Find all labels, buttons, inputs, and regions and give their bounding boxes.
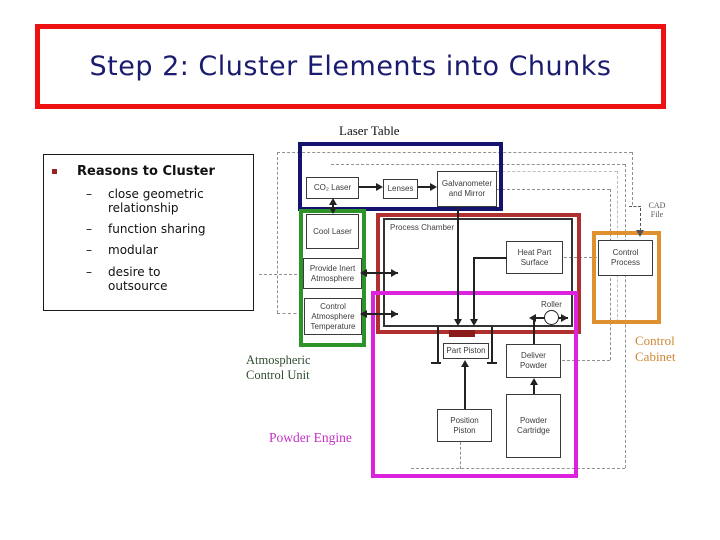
dash-marker: – — [86, 243, 92, 258]
arrowhead — [636, 230, 644, 237]
connector-line — [533, 320, 535, 344]
cylinder-foot — [431, 362, 441, 364]
control-cabinet-label: Control Cabinet — [635, 333, 676, 364]
list-item: – modular — [86, 243, 253, 257]
roller-icon — [544, 310, 559, 325]
connector-line — [457, 207, 459, 320]
reason-text: modular — [108, 243, 158, 258]
dashed-line — [460, 442, 461, 469]
dashed-line — [632, 152, 633, 205]
node-provide-inert-atmosphere: Provide Inert Atmosphere — [303, 258, 362, 289]
connector-line — [473, 257, 507, 259]
bullet-square-icon — [52, 169, 57, 174]
node-deliver-powder: Deliver Powder — [506, 344, 561, 378]
dashed-line — [277, 152, 632, 153]
arrowhead — [454, 319, 462, 326]
laser-table-label: Laser Table — [339, 123, 400, 138]
connector-line — [464, 366, 466, 409]
reason-text: desire to outsource — [108, 264, 168, 293]
node-control-atmosphere-temperature: Control Atmosphere Temperature — [304, 298, 362, 335]
connector-line — [359, 186, 377, 188]
part-bed-fill — [449, 330, 475, 337]
arrowhead — [329, 198, 337, 205]
atmospheric-control-unit-label: Atmospheric Control Unit — [246, 353, 311, 382]
reasons-heading: Reasons to Cluster — [77, 164, 215, 179]
node-powder-cartridge: Powder Cartridge — [506, 394, 561, 458]
reasons-heading-row: Reasons to Cluster — [52, 164, 253, 179]
title-box: Step 2: Cluster Elements into Chunks — [35, 24, 666, 109]
connector-line — [533, 384, 535, 394]
connector-line — [473, 257, 475, 320]
arrowhead — [470, 319, 478, 326]
node-galvanometer-mirror: Galvanometer and Mirror — [437, 171, 497, 207]
reason-text: function sharing — [108, 222, 206, 237]
arrowhead — [360, 310, 367, 318]
cylinder-wall — [437, 327, 439, 364]
arrowhead — [329, 207, 337, 214]
cad-dashed-line — [629, 206, 641, 207]
dashed-line — [497, 189, 610, 190]
connector-line — [362, 313, 398, 315]
slide-title: Step 2: Cluster Elements into Chunks — [89, 51, 612, 82]
node-position-piston: Position Piston — [437, 409, 492, 442]
roller-label: Roller — [541, 300, 562, 309]
node-lenses: Lenses — [383, 179, 418, 199]
dash-marker: – — [86, 187, 92, 201]
arrowhead — [530, 378, 538, 385]
dashed-line — [331, 164, 625, 165]
arrowhead — [360, 269, 367, 277]
list-item: – desire to outsource — [86, 265, 253, 293]
dashed-line — [277, 313, 302, 314]
dash-marker: – — [86, 264, 92, 279]
cad-file-label: CAD File — [648, 201, 666, 220]
arrowhead — [391, 269, 398, 277]
list-item: – close geometric relationship — [86, 187, 253, 215]
dashed-line — [625, 164, 626, 468]
arrowhead — [430, 183, 437, 191]
connector-line — [362, 272, 398, 274]
node-control-process: Control Process — [598, 240, 653, 276]
dashed-line — [562, 360, 610, 361]
cylinder-wall — [491, 327, 493, 364]
process-chamber-label: Process Chamber — [390, 223, 455, 232]
powder-engine-label: Powder Engine — [269, 430, 352, 445]
cylinder-foot — [487, 362, 497, 364]
list-item: – function sharing — [86, 222, 253, 236]
connector-line — [418, 186, 431, 188]
dashed-line — [497, 171, 617, 172]
cad-dashed-line — [640, 208, 641, 231]
arrowhead — [391, 310, 398, 318]
dashed-line — [259, 274, 302, 275]
arrowhead — [561, 314, 568, 322]
dashed-line — [277, 152, 278, 313]
cluster-box-laser-table — [298, 142, 503, 211]
cluster-box-atmospheric-control-unit — [299, 209, 366, 347]
arrowhead — [461, 360, 469, 367]
arrowhead — [529, 314, 536, 322]
connector-line — [332, 202, 334, 209]
node-part-piston: Part Piston — [443, 343, 489, 359]
arrowhead — [376, 183, 383, 191]
dashed-line — [411, 468, 625, 469]
reasons-box: Reasons to Cluster – close geometric rel… — [43, 154, 254, 311]
node-cool-laser: Cool Laser — [306, 214, 359, 249]
dash-marker: – — [86, 222, 92, 237]
cluster-box-control-cabinet — [592, 231, 661, 324]
reason-text: close geometric relationship — [108, 187, 204, 216]
